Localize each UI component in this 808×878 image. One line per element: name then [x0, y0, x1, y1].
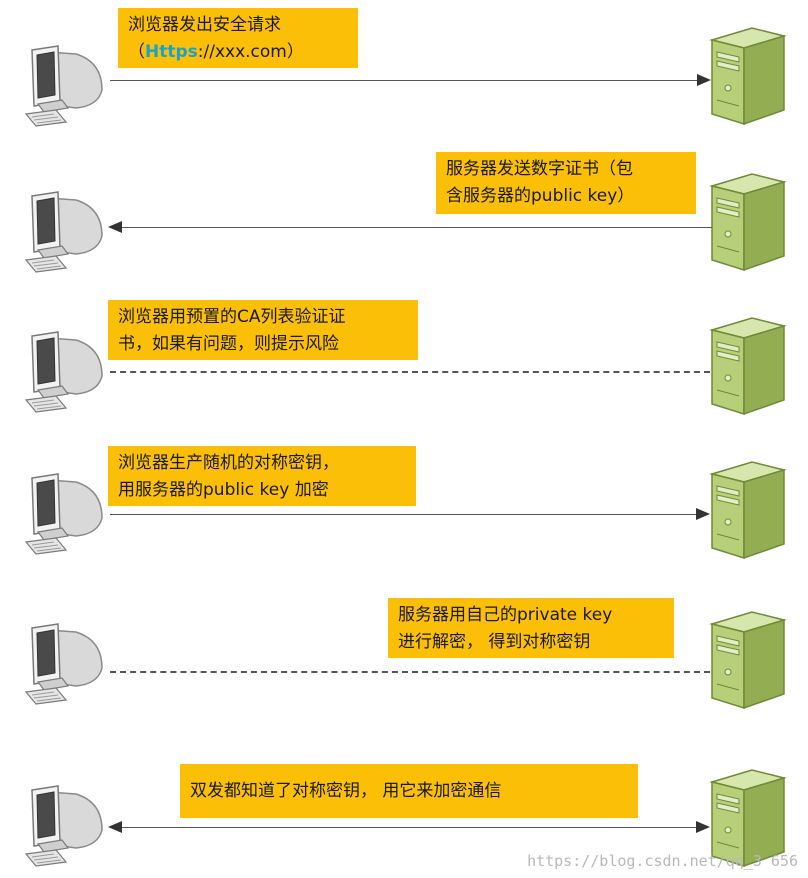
step-label-line1: 服务器用自己的private key	[398, 605, 613, 625]
step-label-line2: 含服务器的public key）	[446, 186, 635, 206]
server-icon	[708, 172, 788, 272]
step-3: 浏览器用预置的CA列表验证证 书，如果有问题，则提示风险	[0, 0, 808, 140]
step-label-line2: （Https://xxx.com）	[128, 39, 348, 66]
computer-icon	[18, 466, 108, 556]
arrow-left-icon	[108, 821, 122, 833]
computer-icon	[18, 184, 108, 274]
connector-line	[110, 80, 700, 81]
step-label-line1: 浏览器用预置的CA列表验证证	[118, 307, 346, 327]
step-2: 服务器发送数字证书（包 含服务器的public key）	[0, 0, 808, 140]
computer-icon	[18, 616, 108, 706]
step-5: 服务器用自己的private key 进行解密， 得到对称密钥	[0, 0, 808, 140]
step-label: 浏览器用预置的CA列表验证证 书，如果有问题，则提示风险	[108, 300, 418, 360]
step-4: 浏览器生产随机的对称密钥， 用服务器的public key 加密	[0, 0, 808, 140]
step-label-line2: 用服务器的public key 加密	[118, 480, 329, 500]
arrow-right-icon	[697, 74, 711, 86]
server-icon	[708, 610, 788, 710]
connector-line	[122, 227, 712, 228]
step-label-line1: 服务器发送数字证书（包	[446, 159, 633, 179]
step-label: 服务器发送数字证书（包 含服务器的public key）	[436, 152, 696, 214]
step-6: 双发都知道了对称密钥， 用它来加密通信	[0, 0, 808, 140]
step-label: 双发都知道了对称密钥， 用它来加密通信	[180, 764, 638, 818]
connector-line	[110, 671, 710, 673]
computer-icon	[18, 778, 108, 868]
connector-line	[120, 827, 698, 828]
connector-line	[110, 371, 710, 373]
step-label: 服务器用自己的private key 进行解密， 得到对称密钥	[388, 598, 674, 658]
step-label: 浏览器发出安全请求 （Https://xxx.com）	[118, 8, 358, 68]
paren-open: （	[128, 42, 145, 62]
arrow-right-icon	[696, 508, 710, 520]
connector-line	[110, 514, 698, 515]
computer-icon	[18, 324, 108, 414]
step-label-line2: 书，如果有问题，则提示风险	[118, 334, 339, 354]
arrow-left-icon	[108, 221, 122, 233]
server-icon	[708, 460, 788, 560]
arrow-right-icon	[696, 821, 710, 833]
step-1: 浏览器发出安全请求 （Https://xxx.com）	[0, 0, 808, 140]
step-label: 浏览器生产随机的对称密钥， 用服务器的public key 加密	[108, 446, 416, 506]
url-rest: ://xxx.com）	[197, 42, 304, 62]
step-label-line1: 双发都知道了对称密钥， 用它来加密通信	[190, 781, 502, 801]
step-label-line1: 浏览器生产随机的对称密钥，	[118, 453, 339, 473]
server-icon	[708, 316, 788, 416]
step-label-line2: 进行解密， 得到对称密钥	[398, 632, 591, 652]
https-word: Https	[145, 42, 198, 62]
step-label-line1: 浏览器发出安全请求	[128, 15, 281, 35]
watermark: https://blog.csdn.net/qq_3 656	[527, 852, 798, 870]
